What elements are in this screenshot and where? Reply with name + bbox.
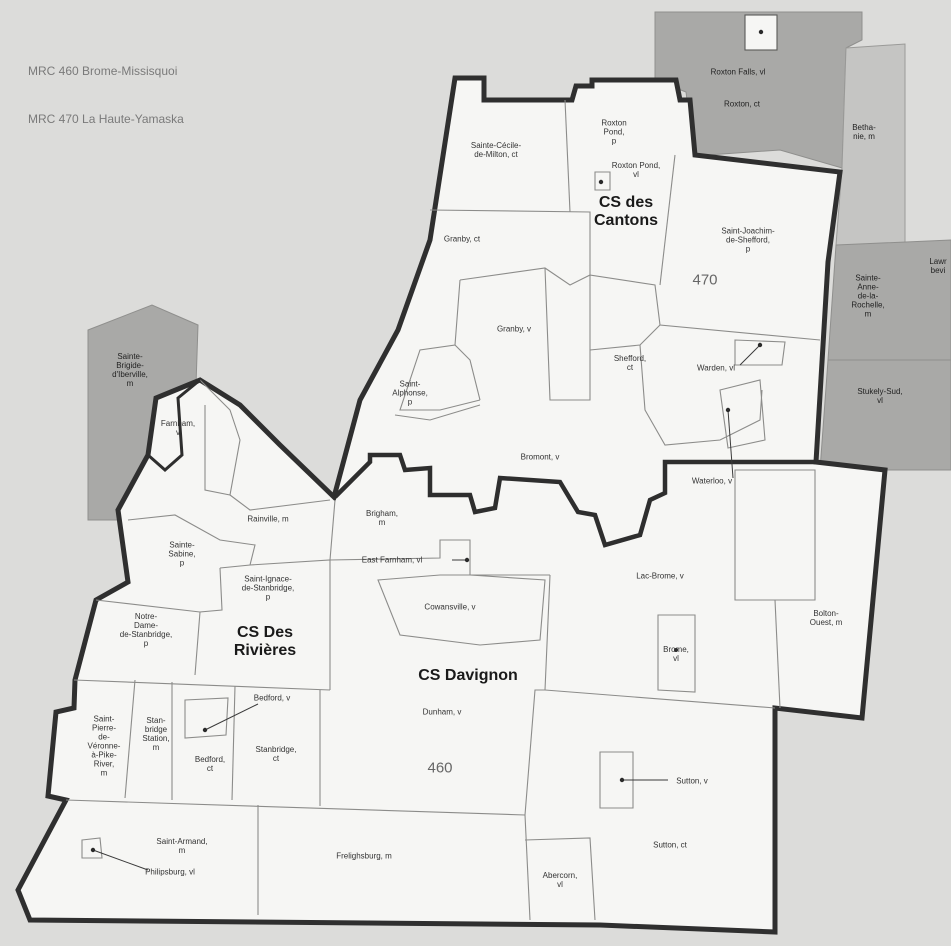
label-granby-v: Granby, v bbox=[496, 324, 532, 334]
label-lawrenceville: Lawr bevi bbox=[929, 257, 947, 275]
label-east-farnham: East Farnham, vl bbox=[361, 555, 423, 565]
label-stanbridge-ct: Stanbridge, ct bbox=[255, 745, 297, 763]
cs-boundary-cantons-davignon bbox=[333, 452, 816, 548]
label-abercorn: Abercorn, vl bbox=[542, 871, 578, 889]
label-roxton-pond-vl: Roxton Pond, vl bbox=[611, 161, 661, 179]
label-roxton: Roxton, ct bbox=[723, 99, 761, 109]
label-rainville: Rainville, m bbox=[247, 514, 289, 524]
label-cowansville: Cowansville, v bbox=[424, 602, 476, 612]
legend-mrc-460: MRC 460 Brome-Missisquoi bbox=[28, 64, 178, 78]
label-stukely-sud: Stukely-Sud, vl bbox=[857, 387, 903, 405]
label-granby-ct: Granby, ct bbox=[443, 234, 481, 244]
legend-mrc-470: MRC 470 La Haute-Yamaska bbox=[28, 112, 184, 126]
label-bedford-ct: Bedford, ct bbox=[194, 755, 226, 773]
label-saint-pierre: Saint- Pierre- de- Véronne- à-Pike- Rive… bbox=[87, 714, 121, 778]
label-sutton-ct: Sutton, ct bbox=[653, 840, 687, 850]
neighbor-stukely-area bbox=[819, 359, 951, 471]
region-outline bbox=[15, 75, 888, 935]
label-brigham: Brigham, m bbox=[365, 509, 399, 527]
cs-label-rivieres: CS Des Rivières bbox=[233, 624, 297, 659]
label-brome: Brome, vl bbox=[663, 645, 689, 663]
label-bedford-v: Bedford, v bbox=[253, 693, 291, 703]
label-sainte-anne: Sainte- Anne- de-la- Rochelle, m bbox=[851, 273, 885, 319]
label-waterloo: Waterloo, v bbox=[691, 476, 733, 486]
label-sutton-v: Sutton, v bbox=[676, 776, 708, 786]
label-bolton-ouest: Bolton- Ouest, m bbox=[809, 609, 843, 627]
label-sainte-brigide: Sainte- Brigide- d'Iberville, m bbox=[112, 352, 148, 388]
label-notre-dame: Notre- Dame- de-Stanbridge, p bbox=[119, 612, 173, 648]
mrc-code-460: 460 bbox=[427, 759, 453, 777]
label-sainte-sabine: Sainte- Sabine, p bbox=[168, 540, 196, 568]
label-lac-brome: Lac-Brome, v bbox=[636, 571, 684, 581]
label-dunham: Dunham, v bbox=[422, 707, 462, 717]
neighbor-sainte-anne-area bbox=[827, 239, 951, 361]
municipal-boundaries bbox=[65, 99, 821, 921]
cs-boundary-inner-rivieres bbox=[147, 378, 201, 473]
neighbor-bethanie-area bbox=[835, 43, 906, 246]
label-sainte-cecile: Sainte-Cécile- de-Milton, ct bbox=[470, 141, 522, 159]
label-frelighsburg: Frelighsburg, m bbox=[336, 851, 392, 861]
mrc-code-470: 470 bbox=[692, 271, 718, 289]
label-farnham: Farnham, v bbox=[160, 419, 196, 437]
label-stanbridge-station: Stan- bridge Station, m bbox=[142, 716, 170, 752]
label-saint-joachim: Saint-Joachim- de-Shefford, p bbox=[721, 226, 775, 254]
label-bethanie: Betha- nie, m bbox=[852, 123, 876, 141]
label-roxton-pond-p: Roxton Pond, p bbox=[601, 118, 627, 146]
label-roxton-falls: Roxton Falls, vl bbox=[710, 67, 766, 77]
label-philipsburg: Philipsburg, vl bbox=[145, 867, 195, 877]
label-bromont: Bromont, v bbox=[520, 452, 560, 462]
label-saint-armand: Saint-Armand, m bbox=[156, 837, 208, 855]
label-warden: Warden, vl bbox=[697, 363, 735, 373]
cs-label-davignon: CS Davignon bbox=[418, 667, 518, 684]
place-markers bbox=[90, 29, 764, 871]
label-saint-ignace: Saint-Ignace- de-Stanbridge, p bbox=[241, 574, 295, 602]
label-saint-alphonse: Saint- Alphonse, p bbox=[392, 379, 428, 407]
label-shefford: Shefford, ct bbox=[613, 354, 647, 372]
cs-label-cantons: CS des Cantons bbox=[594, 194, 658, 229]
